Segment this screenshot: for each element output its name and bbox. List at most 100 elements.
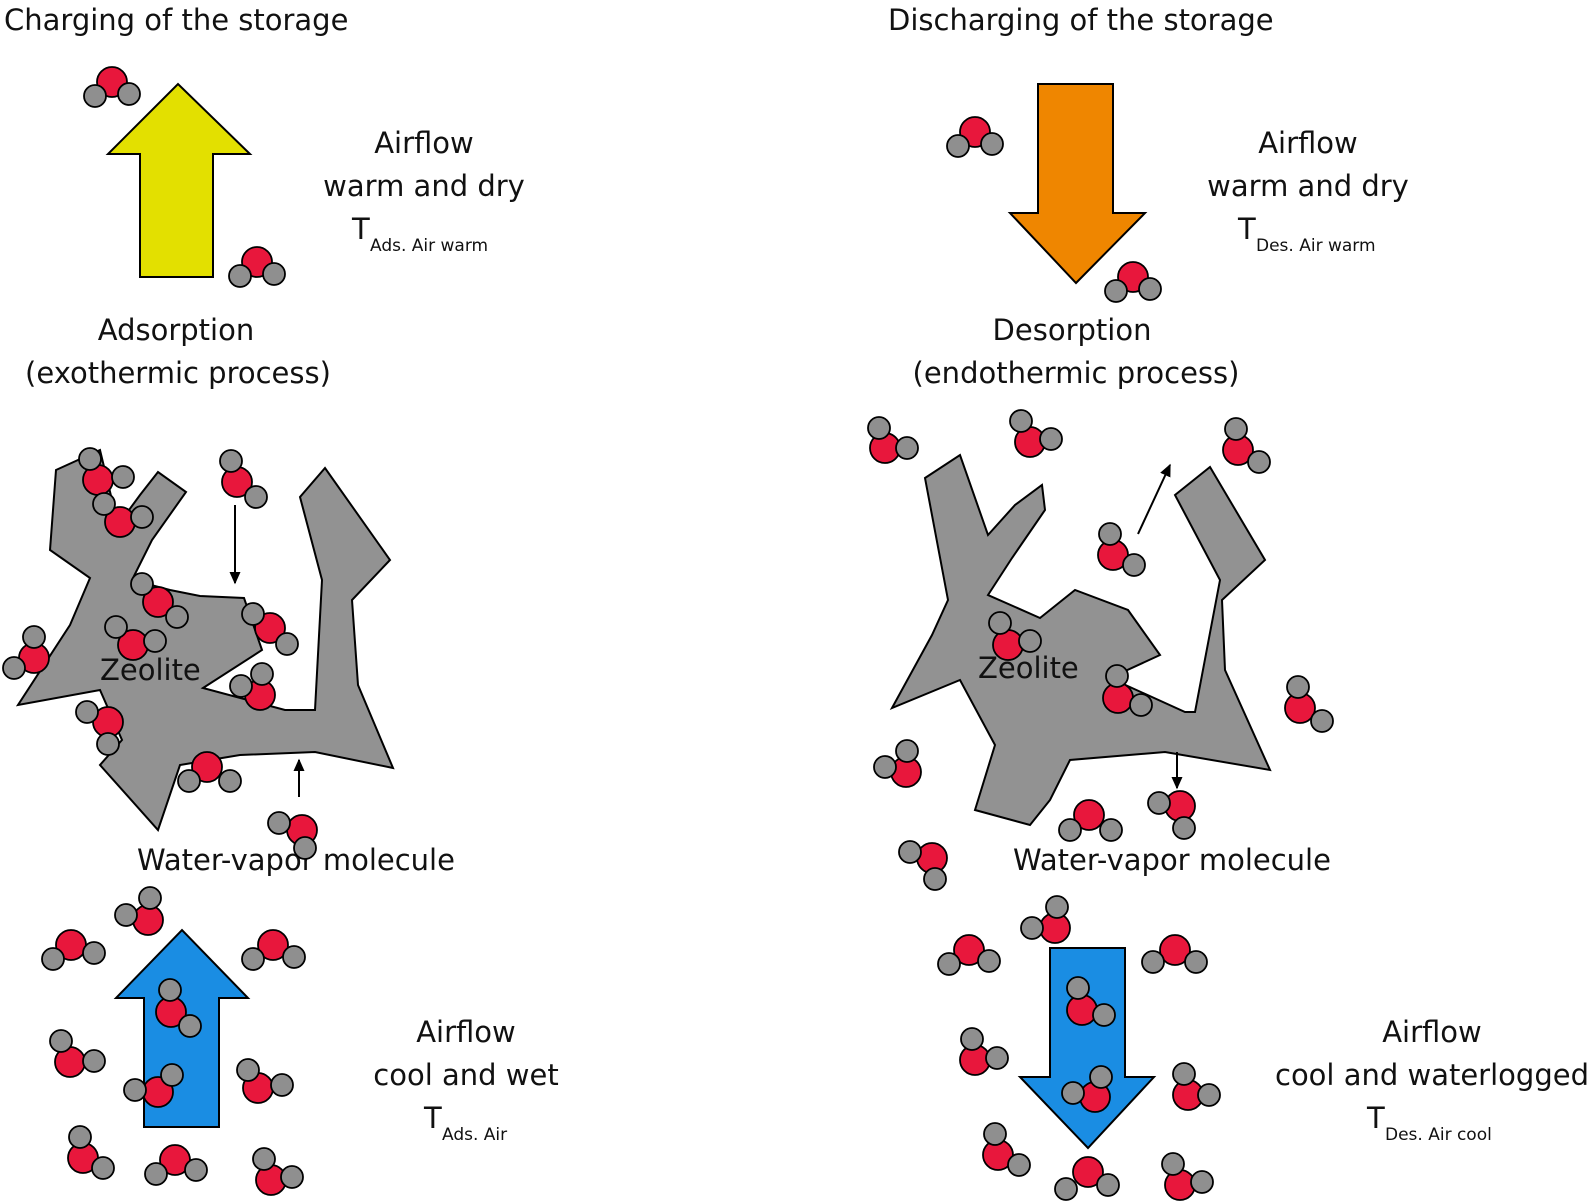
oxygen-atom <box>953 934 985 966</box>
water-molecule-icon <box>1161 1152 1214 1201</box>
water-molecule-icon <box>988 611 1042 661</box>
hydrogen-atom <box>96 732 120 756</box>
water-molecule-icon <box>229 662 276 711</box>
hydrogen-atom <box>229 674 253 698</box>
hydrogen-atom <box>92 492 116 516</box>
water-molecule-icon <box>873 739 922 788</box>
hydrogen-atom <box>1184 950 1208 974</box>
oxygen-atom <box>191 751 223 783</box>
hydrogen-atom <box>114 903 138 927</box>
water-molecule-icon <box>92 492 154 538</box>
water-molecule-icon <box>1141 934 1208 974</box>
oxygen-atom <box>1072 1156 1104 1188</box>
airflow-cool-down-arrow <box>1017 947 1157 1150</box>
hydrogen-atom <box>867 416 891 440</box>
hydrogen-atom <box>1058 818 1082 842</box>
oxygen-atom <box>1073 799 1105 831</box>
charging-panel: Charging of the storage Airflow warm and… <box>4 3 559 1145</box>
hydrogen-atom <box>977 949 1001 973</box>
water-molecule-icon <box>104 615 167 661</box>
hydrogen-atom <box>68 1125 92 1149</box>
hydrogen-atom <box>895 739 919 763</box>
discharging-title: Discharging of the storage <box>888 3 1274 37</box>
charging-bottom-airflow-label: Airflow <box>416 1015 516 1049</box>
hydrogen-atom <box>1020 916 1044 940</box>
water-molecule-icon <box>236 1058 294 1104</box>
water-molecule-icon <box>959 1027 1009 1076</box>
water-molecule-icon <box>83 66 141 108</box>
hydrogen-atom <box>282 945 306 969</box>
discharging-top-airflow-desc: warm and dry <box>1207 169 1409 203</box>
charging-title: Charging of the storage <box>4 3 348 37</box>
hydrogen-atom <box>1141 950 1165 974</box>
hydrogen-atom <box>1105 664 1129 688</box>
hydrogen-atom <box>923 867 947 891</box>
hydrogen-atom <box>160 1063 184 1087</box>
hydrogen-atom <box>143 629 167 653</box>
hydrogen-atom <box>262 262 286 286</box>
discharging-panel: Discharging of the storage Airflow warm … <box>888 3 1589 1150</box>
hydrogen-atom <box>985 1046 1009 1070</box>
water-molecule-icon <box>1020 895 1071 944</box>
hydrogen-atom <box>1066 976 1090 1000</box>
water-molecule-icon <box>1102 664 1153 717</box>
hydrogen-atom <box>218 769 242 793</box>
water-molecule-icon <box>1009 409 1063 458</box>
water-molecules <box>2 66 1334 1201</box>
water-molecule-icon <box>41 929 106 971</box>
hydrogen-atom <box>1172 1062 1196 1086</box>
hydrogen-atom <box>252 1147 276 1171</box>
hydrogen-atom <box>1045 895 1069 919</box>
hydrogen-atom <box>895 436 919 460</box>
charging-process-name: Adsorption <box>98 313 254 347</box>
desorption-arrow-out <box>1137 463 1171 535</box>
hydrogen-atom <box>1061 1081 1085 1105</box>
hydrogen-atom <box>1122 553 1146 577</box>
discharging-process-desc: (endothermic process) <box>913 356 1240 390</box>
discharging-top-temp-subscript: Des. Air warm <box>1256 236 1376 256</box>
hydrogen-atom <box>177 769 201 793</box>
hydrogen-atom <box>1147 791 1171 815</box>
hydrogen-atom <box>1018 629 1042 653</box>
hydrogen-atom <box>275 632 299 656</box>
hydrogen-atom <box>1098 522 1122 546</box>
discharging-zeolite-label: Zeolite <box>978 651 1079 685</box>
water-molecule-icon <box>898 840 948 891</box>
hydrogen-atom <box>1197 1083 1221 1107</box>
hydrogen-atom <box>22 625 46 649</box>
hydrogen-atom <box>1039 427 1063 451</box>
hydrogen-atom <box>1009 409 1033 433</box>
airflow-warm-up-arrow <box>105 82 253 278</box>
water-molecule-icon <box>1147 790 1196 840</box>
water-molecule-icon <box>67 1125 115 1180</box>
water-molecule-icon <box>241 929 306 971</box>
hydrogen-atom <box>1104 279 1128 303</box>
hydrogen-atom <box>1092 1003 1116 1027</box>
water-molecule-icon <box>49 1029 106 1078</box>
hydrogen-atom <box>1138 277 1162 301</box>
hydrogen-atom <box>1099 818 1123 842</box>
oxygen-atom <box>1159 934 1191 966</box>
hydrogen-atom <box>241 947 265 971</box>
hydrogen-atom <box>117 82 141 106</box>
hydrogen-atom <box>873 755 897 779</box>
discharging-top-temp-symbol: T <box>1237 212 1256 246</box>
hydrogen-atom <box>988 611 1012 635</box>
hydrogen-atom <box>49 1029 73 1053</box>
charging-bottom-temp-symbol: T <box>423 1101 442 1135</box>
oxygen-atom <box>1066 994 1098 1026</box>
hydrogen-atom <box>244 485 268 509</box>
water-molecule-icon <box>1284 675 1334 733</box>
water-molecule-icon <box>982 1122 1031 1177</box>
hydrogen-atom <box>75 700 99 724</box>
hydrogen-atom <box>82 1049 106 1073</box>
hydrogen-atom <box>250 662 274 686</box>
water-molecule-icon <box>1097 522 1146 577</box>
hydrogen-atom <box>1286 675 1310 699</box>
hydrogen-atom <box>1190 1170 1214 1194</box>
hydrogen-atom <box>111 465 135 489</box>
hydrogen-atom <box>130 505 154 529</box>
oxygen-atom <box>257 929 289 961</box>
charging-zeolite-label: Zeolite <box>100 653 201 687</box>
